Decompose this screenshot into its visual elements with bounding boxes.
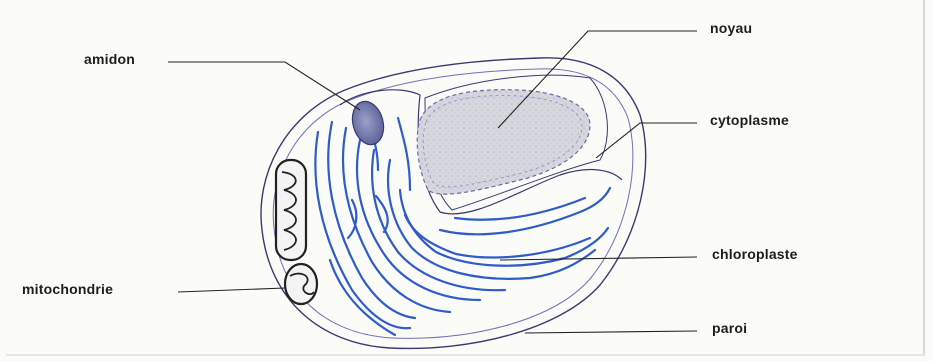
leader-paroi [525,331,697,333]
label-cytoplasme: cytoplasme [710,112,789,128]
label-noyau: noyau [710,20,752,36]
mitochondrion-lower [285,264,317,304]
leader-mitochondrie [178,288,285,292]
label-chloroplaste: chloroplaste [712,246,798,262]
leader-chloroplaste [500,257,697,260]
label-mitochondrie: mitochondrie [22,281,113,297]
label-paroi: paroi [712,320,747,336]
leader-amidon [168,62,360,110]
starch-grain [348,98,388,148]
label-amidon: amidon [84,51,135,67]
mitochondrion-upper [276,160,306,260]
